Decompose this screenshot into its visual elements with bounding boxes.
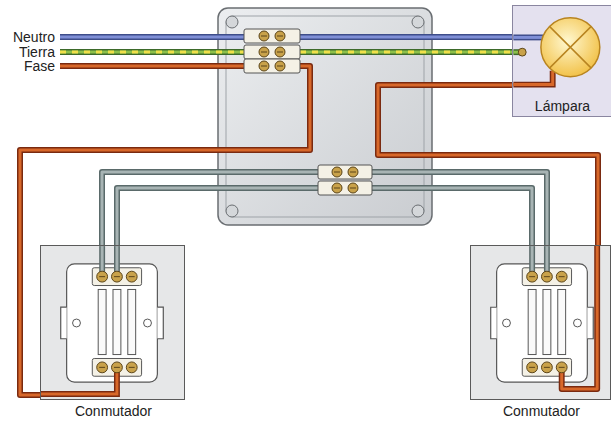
lamp-label: Lámpara bbox=[535, 98, 590, 114]
wire-stroke bbox=[117, 188, 532, 245]
traveller-terminal-block bbox=[318, 165, 372, 195]
switch-label: Conmutador bbox=[75, 403, 152, 419]
wire-label: Neutro bbox=[0, 29, 55, 45]
switch-plate: Conmutador bbox=[470, 245, 611, 400]
wire-label: Fase bbox=[0, 58, 55, 74]
wire-stroke bbox=[378, 85, 598, 245]
wire-stroke bbox=[378, 85, 598, 245]
wire-stroke bbox=[117, 188, 532, 245]
switch-plate: Conmutador bbox=[40, 245, 185, 400]
junction-box bbox=[218, 8, 432, 225]
wire-label: Tierra bbox=[0, 44, 55, 60]
lamp-box: Lámpara bbox=[512, 5, 611, 117]
switch-symbol bbox=[41, 246, 184, 399]
main-terminal-block bbox=[244, 29, 300, 73]
switch-symbol bbox=[471, 246, 610, 399]
wire-stroke bbox=[102, 172, 547, 245]
traveller-wire bbox=[117, 188, 532, 245]
wire-stroke bbox=[102, 172, 547, 245]
lamp-return-wire bbox=[378, 85, 598, 245]
traveller-wire bbox=[102, 172, 547, 245]
switch-label: Conmutador bbox=[503, 403, 580, 419]
